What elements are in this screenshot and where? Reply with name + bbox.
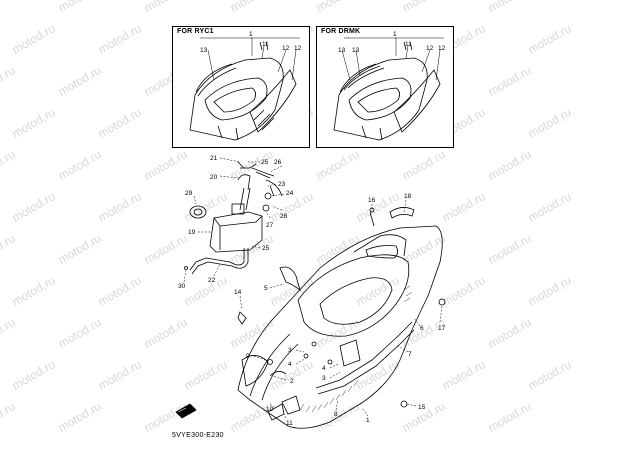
oil-tank-leaders <box>183 157 285 283</box>
callout-23: 23 <box>278 181 286 188</box>
callout-17: 17 <box>438 325 446 332</box>
ryc1-leader-lines <box>200 37 300 81</box>
callout-25a: 25 <box>261 159 269 166</box>
callout-25b: 25 <box>262 245 270 252</box>
callout-1: 1 <box>366 417 370 424</box>
callout-28: 28 <box>280 213 288 220</box>
drmk-seat-cowl-drawing <box>333 41 441 141</box>
callout-11: 11 <box>286 420 293 427</box>
callout-27: 27 <box>266 222 274 229</box>
main-parts-small <box>237 207 415 421</box>
callout-16: 16 <box>368 197 376 204</box>
callout-21: 21 <box>210 155 218 162</box>
callout-6: 6 <box>420 325 424 332</box>
callout-3a: 3 <box>288 347 292 354</box>
callout-7: 7 <box>408 351 412 358</box>
callout-5: 5 <box>264 285 268 292</box>
callout-22: 22 <box>208 277 216 284</box>
callout-10: 10 <box>266 406 274 413</box>
callout-drmk-13b: 13 <box>352 47 360 54</box>
figure-code: 5VYE300-E230 <box>172 432 224 439</box>
callout-ryc1-11: 11 <box>262 41 269 48</box>
inset-ryc1-title: FOR RYC1 <box>177 28 214 35</box>
front-arrow-icon <box>175 403 197 419</box>
inset-callouts: 1 13 11 12 12 1 13 13 11 12 12 <box>200 31 446 54</box>
callout-ryc1-12b: 12 <box>294 45 302 52</box>
callout-29: 29 <box>185 190 193 197</box>
callout-8: 8 <box>334 411 338 418</box>
callout-15: 15 <box>418 404 426 411</box>
callout-drmk-12b: 12 <box>438 45 446 52</box>
callout-drmk-1: 1 <box>393 31 397 38</box>
callout-ryc1-1: 1 <box>249 31 253 38</box>
ryc1-seat-cowl-drawing <box>189 41 297 141</box>
callout-24: 24 <box>286 190 294 197</box>
main-leaders <box>239 199 443 419</box>
oil-tank-assembly <box>184 161 283 275</box>
callout-19: 19 <box>188 229 196 236</box>
callout-ryc1-13: 13 <box>200 47 208 54</box>
callout-18: 18 <box>404 193 412 200</box>
callout-14: 14 <box>234 289 242 296</box>
callout-9: 9 <box>246 353 250 360</box>
main-cowl-hatch <box>299 285 413 413</box>
inset-ryc1: FOR RYC1 <box>172 26 310 148</box>
callout-ryc1-12a: 12 <box>282 45 290 52</box>
drmk-leader-lines <box>341 37 444 81</box>
callout-26: 26 <box>274 159 282 166</box>
callout-3b: 3 <box>322 375 326 382</box>
inset-drmk: FOR DRMK <box>316 26 454 148</box>
part-callouts: 21 25 26 20 23 24 27 28 29 19 25 22 30 1… <box>178 155 446 427</box>
callout-drmk-12a: 12 <box>426 45 434 52</box>
callout-2: 2 <box>290 378 294 385</box>
callout-4a: 4 <box>288 361 292 368</box>
callout-4b: 4 <box>322 365 326 372</box>
inset-drmk-title: FOR DRMK <box>321 28 361 35</box>
callout-drmk-13a: 13 <box>338 47 346 54</box>
callout-20: 20 <box>210 174 218 181</box>
main-seat-cowl <box>237 225 446 429</box>
callout-drmk-11: 11 <box>405 41 412 48</box>
callout-30: 30 <box>178 283 186 290</box>
